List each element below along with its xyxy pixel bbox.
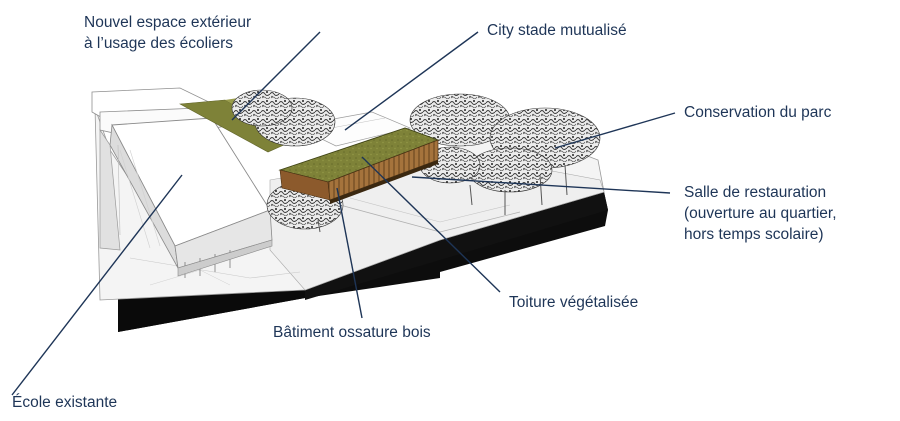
leader-toiture bbox=[361, 156, 501, 293]
label-toiture: Toiture végétalisée bbox=[509, 292, 638, 313]
leader-city-stade bbox=[344, 31, 479, 131]
label-conservation: Conservation du parc bbox=[684, 102, 831, 123]
label-line: (ouverture au quartier, bbox=[684, 205, 837, 222]
label-city-stade: City stade mutualisé bbox=[487, 20, 627, 41]
terrain-base bbox=[118, 192, 608, 332]
leader-salle bbox=[411, 176, 671, 194]
leader-nouvel-espace bbox=[231, 31, 321, 121]
label-line: City stade mutualisé bbox=[487, 22, 627, 39]
label-line: Conservation du parc bbox=[684, 104, 832, 121]
label-batiment: Bâtiment ossature bois bbox=[273, 322, 431, 343]
label-salle: Salle de restauration (ouverture au quart… bbox=[684, 182, 837, 245]
label-line: hors temps scolaire) bbox=[684, 226, 824, 243]
leader-conservation bbox=[554, 112, 676, 149]
label-line: École existante bbox=[12, 394, 118, 411]
label-line: Toiture végétalisée bbox=[509, 294, 639, 311]
label-line: à l’usage des écoliers bbox=[84, 35, 234, 52]
label-line: Salle de restauration bbox=[684, 184, 827, 201]
label-line: Nouvel espace extérieur bbox=[84, 14, 252, 31]
label-line: Bâtiment ossature bois bbox=[273, 324, 431, 341]
leader-batiment bbox=[336, 187, 363, 319]
existing-school-building bbox=[91, 87, 273, 278]
label-nouvel-espace: Nouvel espace extérieur à l’usage des éco… bbox=[84, 12, 251, 54]
new-timber-building bbox=[278, 127, 440, 204]
leader-lines bbox=[11, 31, 676, 396]
leader-ecole bbox=[11, 174, 183, 396]
label-ecole: École existante bbox=[12, 392, 117, 413]
